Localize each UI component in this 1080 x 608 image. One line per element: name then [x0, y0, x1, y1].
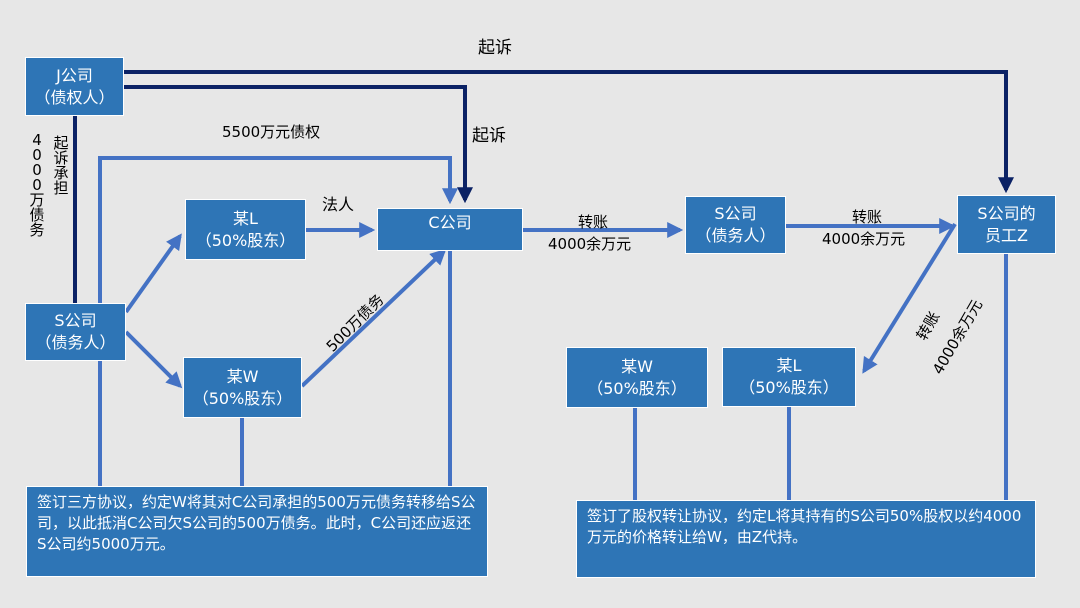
mou-w-right-node: 某W （50%股东） — [566, 347, 708, 408]
mou-l-left-node: 某L （50%股东） — [185, 199, 306, 260]
sue-arrow-j-to-z — [124, 70, 1014, 194]
mou-w-left-node: 某W （50%股东） — [183, 357, 302, 418]
c-company-name: C公司 — [428, 213, 472, 232]
mou-w-left-role: （50%股东） — [192, 388, 293, 408]
equity-transfer-note: 签订了股权转让协议，约定L将其持有的S公司50%股权以约4000万元的价格转让给… — [576, 500, 1036, 578]
mou-l-left-name: 某L — [233, 208, 258, 228]
mou-w-left-name: 某W — [226, 366, 259, 386]
mou-l-right-node: 某L （50%股东） — [722, 347, 856, 407]
s-to-l-arrow — [124, 233, 182, 314]
j-company-role: （债权人） — [34, 87, 115, 107]
s-company-mid-name: S公司 — [714, 204, 757, 223]
s-employee-z-line1: S公司的 — [977, 203, 1036, 223]
j-company-name: J公司 — [56, 65, 93, 85]
s-company-left-role: （债务人） — [35, 333, 116, 352]
s-company-left-node: S公司 （债务人） — [25, 303, 126, 361]
mou-l-left-role: （50%股东） — [195, 230, 296, 250]
mou-w-right-name: 某W — [621, 356, 653, 376]
mou-w-right-role: （50%股东） — [587, 378, 687, 398]
s-company-left-name: S公司 — [54, 311, 97, 330]
j-company-node: J公司 （债权人） — [25, 57, 124, 116]
sue-label-mid: 起诉 — [472, 126, 506, 146]
transfer-2-amount: 4000余万元 — [822, 230, 906, 248]
transfer-1-amount: 4000余万元 — [548, 235, 632, 253]
sue-arrow-j-to-c — [124, 85, 473, 204]
mou-l-right-role: （50%股东） — [739, 378, 839, 397]
s-company-mid-node: S公司 （债务人） — [685, 196, 786, 254]
s-employee-z-node: S公司的 员工Z — [957, 195, 1056, 254]
transfer-1-label: 转账 — [578, 213, 609, 231]
c-company-node: C公司 — [377, 208, 523, 251]
three-party-agreement-note: 签订三方协议，约定W将其对C公司承担的500万元债务转移给S公司，以此抵消C公司… — [26, 486, 488, 577]
mou-l-right-name: 某L — [776, 356, 802, 375]
transfer-z-to-l-arrow — [862, 222, 957, 374]
transfer-2-label: 转账 — [852, 208, 883, 226]
debt-5500-label: 5500万元债权 — [222, 123, 321, 141]
legal-person-label: 法人 — [322, 195, 355, 214]
debt-5500-arrow — [98, 156, 458, 303]
s-employee-z-line2: 员工Z — [985, 225, 1028, 245]
s-company-mid-role: （债务人） — [695, 226, 776, 245]
vertical-amount-label: 4000万债务 — [29, 131, 45, 239]
sue-label-top: 起诉 — [478, 38, 512, 58]
vertical-sue-assume-label: 起诉承担 — [53, 134, 69, 197]
s-to-w-arrow — [124, 330, 183, 389]
debt-500-arrow — [300, 248, 447, 388]
